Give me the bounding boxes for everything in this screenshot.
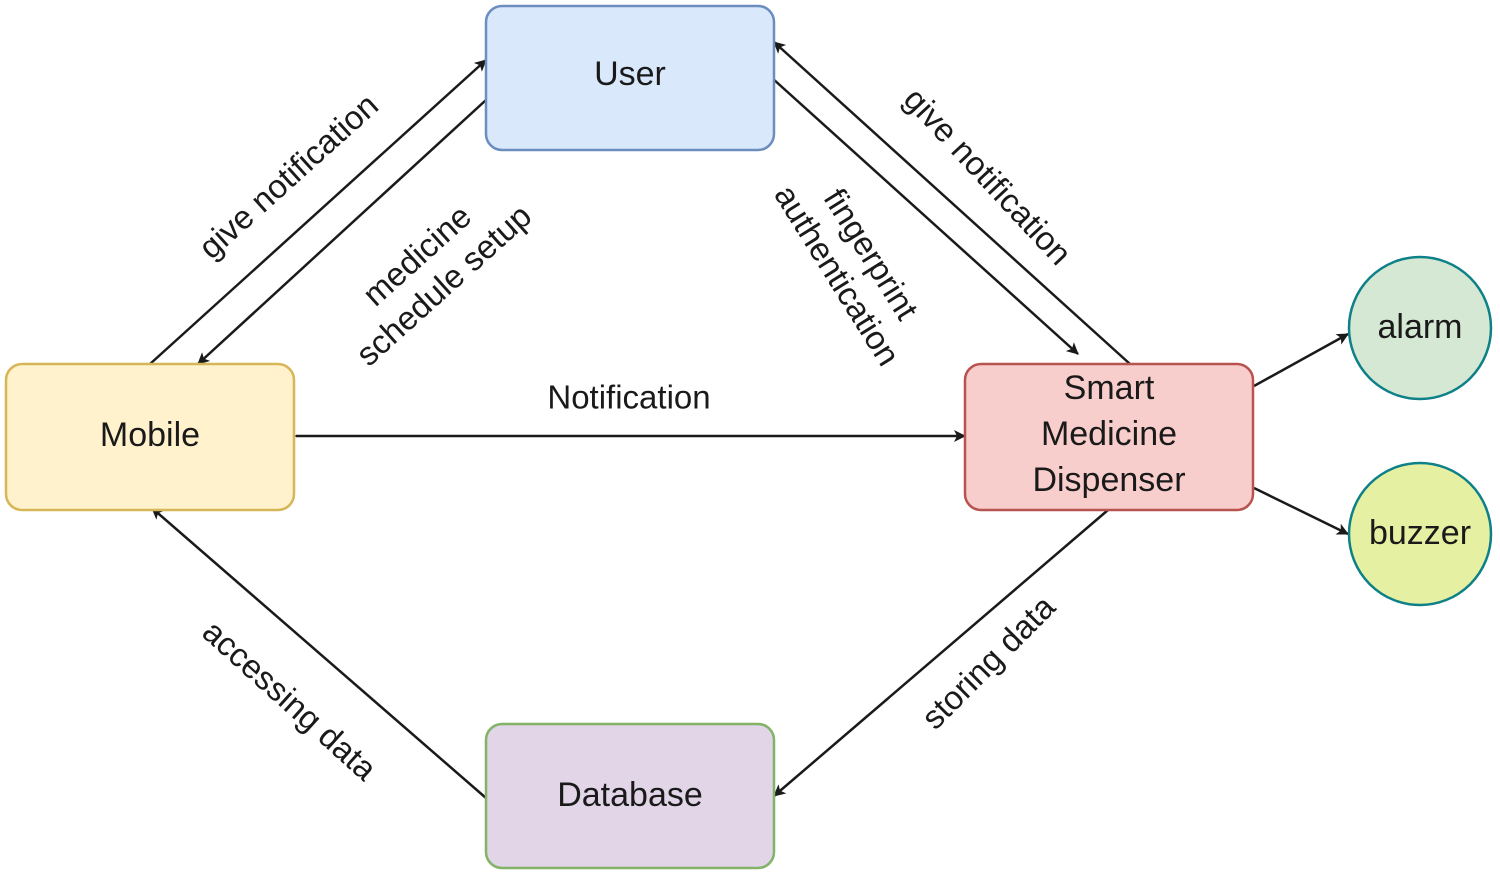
database-box <box>484 722 776 870</box>
alarm-node[interactable]: alarm <box>1347 255 1493 401</box>
edge-dispenser-to-alarm <box>1253 332 1349 388</box>
mobile-node[interactable]: Mobile <box>4 362 296 512</box>
label-dispenser-to-database: storing data <box>914 588 1063 737</box>
mobile-label: Mobile <box>100 416 200 454</box>
database-label: Database <box>557 776 703 814</box>
user-label: User <box>594 55 666 93</box>
dispenser-box <box>963 362 1255 512</box>
buzzer-label: buzzer <box>1369 514 1471 552</box>
label-database-to-mobile: accessing data <box>196 613 385 788</box>
user-node[interactable]: User <box>484 4 776 152</box>
buzzer-circle <box>1347 461 1493 607</box>
edge-database-to-mobile <box>151 507 487 799</box>
alarm-circle <box>1347 255 1493 401</box>
edge-user-to-mobile <box>197 99 487 365</box>
user-box <box>484 4 776 152</box>
dispenser-label-line-3: Dispenser <box>1032 461 1185 499</box>
edge-mobile-to-user <box>149 59 487 365</box>
dispenser-label-line-2: Medicine <box>1041 415 1177 453</box>
database-node[interactable]: Database <box>484 722 776 870</box>
label-user-to-dispenser: fingerprint authentication <box>767 178 926 372</box>
edge-user-to-dispenser <box>771 77 1079 355</box>
buzzer-node[interactable]: buzzer <box>1347 461 1493 607</box>
label-dispenser-to-user: give notification <box>897 80 1079 272</box>
edge-dispenser-to-buzzer <box>1253 486 1349 536</box>
mobile-box <box>4 362 296 512</box>
edge-dispenser-to-database <box>773 509 1109 797</box>
alarm-label: alarm <box>1377 308 1462 346</box>
label-mobile-dispenser: Notification <box>547 379 710 416</box>
dispenser-node[interactable]: Smart Medicine Dispenser <box>963 362 1255 512</box>
edge-dispenser-to-user <box>773 41 1131 365</box>
label-user-to-mobile: medicine schedule setup <box>349 197 539 373</box>
dispenser-label-line-1: Smart <box>1064 369 1155 407</box>
